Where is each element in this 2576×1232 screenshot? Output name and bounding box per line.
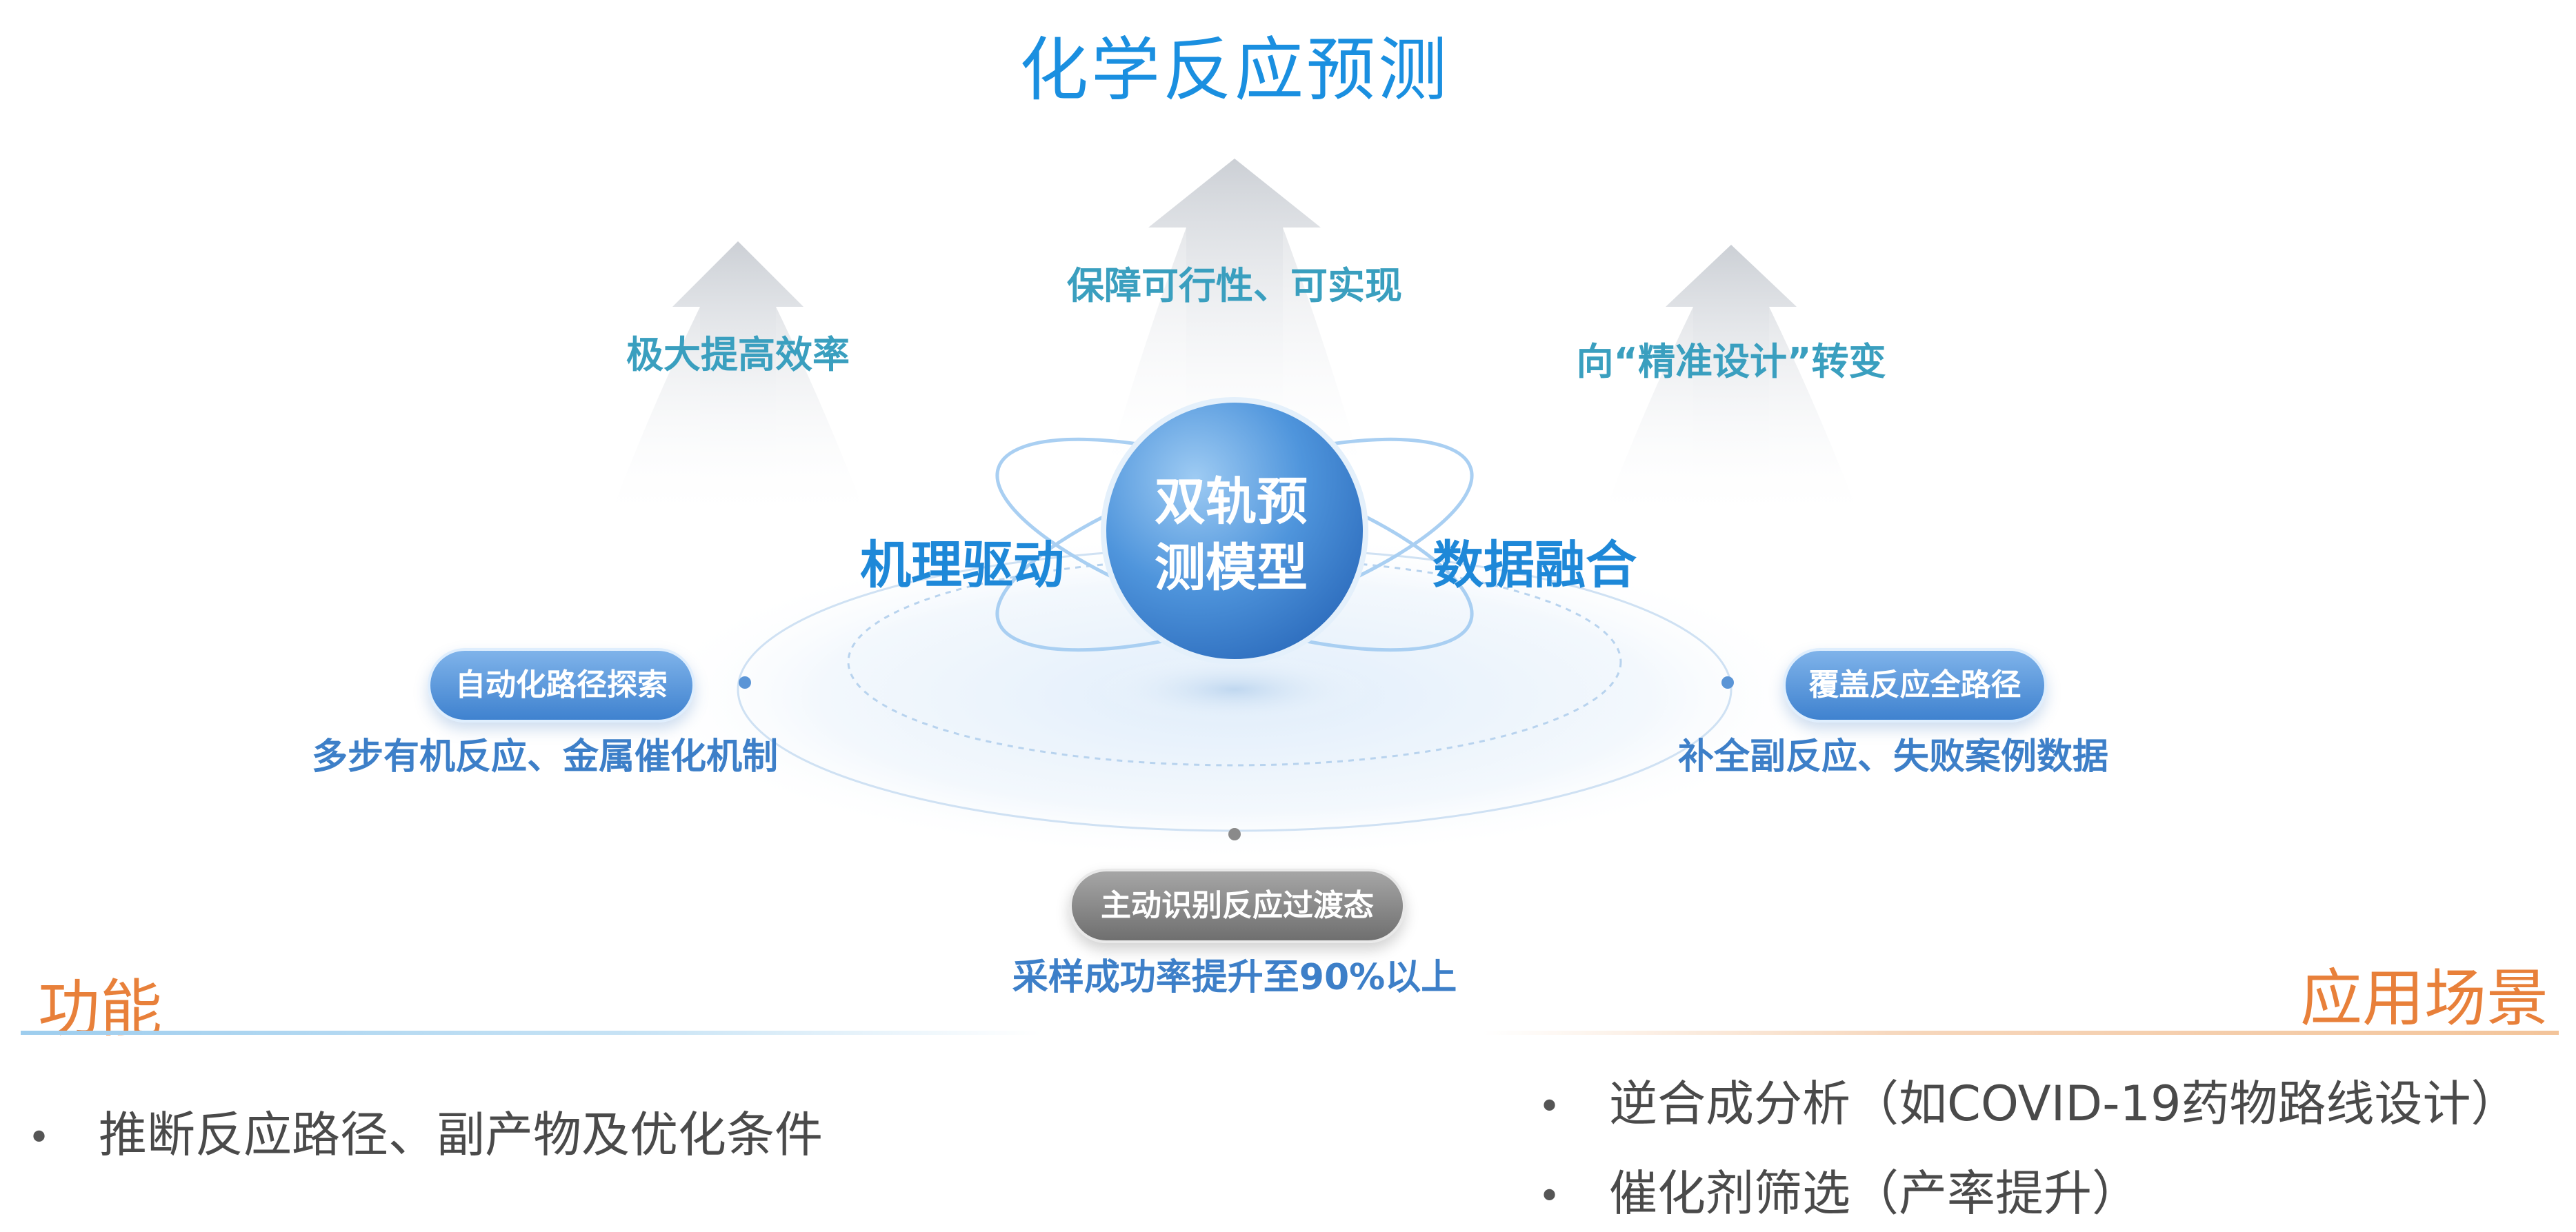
application-item-text: 催化剂筛选（产率提升） <box>1609 1165 2141 1222</box>
bullet-icon: • <box>1538 1084 1561 1130</box>
application-divider <box>1483 1031 2559 1035</box>
application-item-text: 逆合成分析（如COVID-19药物路线设计） <box>1609 1076 2519 1132</box>
data-fusion-label: 数据融合 <box>1432 536 1637 595</box>
core-label-line2: 测模型 <box>1155 538 1308 598</box>
application-list-item: • 逆合成分析（如COVID-19药物路线设计） <box>1538 1065 2519 1135</box>
core-shadow <box>1097 655 1372 724</box>
pill-full-path-coverage: 覆盖反应全路径 <box>1783 648 2047 723</box>
pill-auto-path-exploration: 自动化路径探索 <box>428 648 695 723</box>
arrow-left-label: 极大提高效率 <box>626 333 850 376</box>
function-item-text: 推断反应路径、副产物及优化条件 <box>99 1107 823 1163</box>
core-sphere <box>1101 397 1368 665</box>
node-right-description: 补全副反应、失败案例数据 <box>1677 736 2109 778</box>
arrow-right-label: 向“精准设计”转变 <box>1576 340 1886 383</box>
node-dot-left <box>739 676 751 689</box>
pill-transition-state: 主动识别反应过渡态 <box>1069 869 1406 943</box>
function-divider <box>21 1031 1041 1035</box>
application-section-title: 应用场景 <box>2300 962 2548 1035</box>
function-list-item: • 推断反应路径、副产物及优化条件 <box>28 1096 823 1166</box>
node-dot-right <box>1721 676 1734 689</box>
arrow-right-shape <box>1600 245 1862 524</box>
arrow-left-shape <box>607 241 869 524</box>
core-model-label: 双轨预 测模型 <box>1107 469 1355 601</box>
node-bottom-description: 采样成功率提升至90%以上 <box>1012 957 1457 998</box>
bullet-icon: • <box>28 1115 51 1161</box>
page-title: 化学反应预测 <box>1019 30 1450 110</box>
application-list-item: • 催化剂筛选（产率提升） <box>1538 1155 2140 1224</box>
node-left-description: 多步有机反应、金属催化机制 <box>311 736 779 778</box>
core-label-line1: 双轨预 <box>1155 472 1308 532</box>
mechanism-driven-label: 机理驱动 <box>860 536 1064 595</box>
node-dot-bottom <box>1228 828 1241 840</box>
arrow-center-label: 保障可行性、可实现 <box>1067 264 1402 307</box>
bullet-icon: • <box>1538 1174 1561 1220</box>
